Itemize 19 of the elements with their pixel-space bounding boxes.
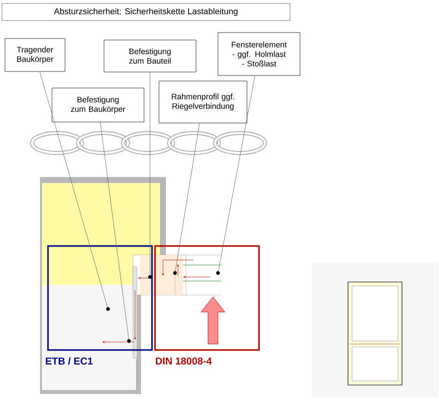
leader-line: [218, 76, 256, 272]
label-box: Fensterelement - ggf. Holmlast - Stoßlast: [218, 32, 300, 76]
point-marker: [173, 271, 177, 275]
leader-line: [175, 123, 200, 272]
label-box: Befestigung zum Baukörper: [52, 88, 144, 122]
title-box: Absturzsicherheit: Sicherheitskette Lastableitung: [2, 3, 290, 21]
point-marker: [106, 307, 110, 311]
leader-line: [40, 72, 108, 308]
point-marker: [148, 275, 152, 279]
label-box: Rahmenprofil ggf. Riegelverbindung: [158, 80, 248, 124]
point-marker: [216, 271, 220, 275]
standard-frame: ETB / EC1: [46, 245, 153, 365]
node-label: ETB / EC1: [46, 357, 93, 365]
standard-frame: DIN 18008-4: [154, 245, 260, 365]
node-label: DIN 18008-4: [156, 357, 212, 365]
label-box: Befestigung zum Bauteil: [104, 40, 196, 72]
label-box: Tragender Baukörper: [4, 38, 66, 72]
point-marker: [127, 339, 131, 343]
leader-line: [100, 122, 129, 340]
